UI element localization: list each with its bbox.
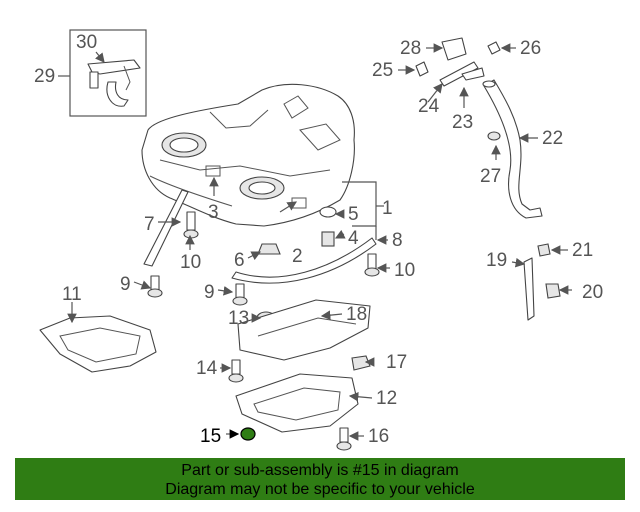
label-part-9b: 9 bbox=[204, 282, 215, 303]
label-part-11: 11 bbox=[62, 284, 82, 305]
label-part-6: 6 bbox=[234, 250, 245, 271]
label-part-1: 1 bbox=[382, 198, 393, 219]
label-part-19: 19 bbox=[486, 250, 507, 271]
label-part-8: 8 bbox=[392, 230, 403, 251]
label-part-10a: 10 bbox=[180, 252, 201, 273]
label-part-14: 14 bbox=[196, 358, 218, 379]
label-part-28: 28 bbox=[400, 38, 421, 59]
label-part-16: 16 bbox=[368, 426, 389, 447]
label-part-24: 24 bbox=[418, 96, 440, 117]
label-part-12: 12 bbox=[376, 388, 397, 409]
banner-line-2: Diagram may not be specific to your vehi… bbox=[165, 481, 475, 498]
label-part-22: 22 bbox=[542, 128, 563, 149]
label-part-27: 27 bbox=[480, 166, 501, 187]
label-part-9a: 9 bbox=[120, 274, 131, 295]
label-part-3: 3 bbox=[208, 202, 219, 223]
shield-left bbox=[39, 315, 157, 373]
label-part-18: 18 bbox=[346, 304, 367, 325]
filler-pipe bbox=[483, 79, 543, 219]
label-part-5: 5 bbox=[348, 204, 359, 225]
label-part-21: 21 bbox=[572, 240, 593, 261]
bracket-19 bbox=[523, 257, 535, 321]
label-part-17: 17 bbox=[386, 352, 407, 373]
label-part-20: 20 bbox=[582, 282, 603, 303]
label-part-29: 29 bbox=[34, 66, 55, 87]
label-part-30: 30 bbox=[76, 32, 97, 53]
skid-plate bbox=[235, 373, 359, 433]
strap-left bbox=[143, 189, 189, 267]
label-part-2: 2 bbox=[292, 246, 303, 267]
banner-line-1: Part or sub-assembly is #15 in diagram bbox=[181, 462, 459, 479]
label-part-13: 13 bbox=[228, 308, 249, 329]
strap-right bbox=[231, 237, 377, 284]
clip-15-highlight bbox=[240, 427, 256, 441]
label-part-26: 26 bbox=[520, 38, 541, 59]
info-banner: Part or sub-assembly is #15 in diagram D… bbox=[15, 458, 625, 500]
label-part-4: 4 bbox=[348, 228, 359, 249]
label-part-25: 25 bbox=[372, 60, 393, 81]
label-part-10b: 10 bbox=[394, 260, 415, 281]
fuel-tank bbox=[141, 83, 355, 227]
label-part-23: 23 bbox=[452, 112, 473, 133]
inset-box bbox=[69, 29, 147, 117]
label-part-7: 7 bbox=[144, 214, 155, 235]
label-part-15: 15 bbox=[200, 426, 221, 447]
